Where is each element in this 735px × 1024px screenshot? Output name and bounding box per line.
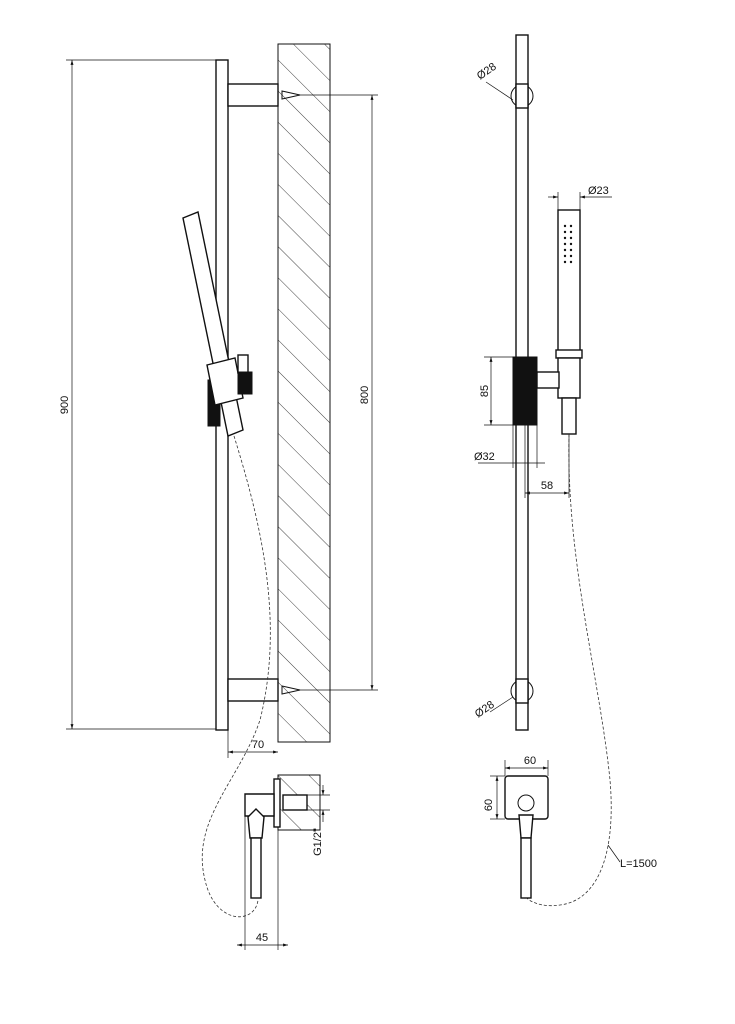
dim-70: 70 (252, 739, 264, 751)
dim-outlet-height: 60 (483, 799, 495, 811)
hose-length-label: L=1500 (620, 858, 657, 870)
dim-mount-diameter-bottom: Ø28 (473, 699, 497, 721)
dim-45: 45 (256, 932, 268, 944)
thread-label: G1/2" (312, 828, 324, 856)
bottom-bracket (227, 678, 279, 702)
dim-bar-diameter: Ø32 (474, 451, 495, 463)
hand-shower-front (536, 209, 583, 435)
dim-mount-diameter-top: Ø28 (475, 61, 499, 83)
hose-front (526, 433, 612, 907)
dim-slider-height: 85 (479, 385, 491, 397)
slider-block (512, 356, 538, 426)
wall-outlet-front (504, 775, 549, 899)
side-view: 900 800 70 G1/2" 45 (59, 43, 378, 950)
wall-section (277, 43, 331, 743)
hand-shower (182, 211, 253, 437)
front-view: Ø28 Ø28 Ø23 (473, 34, 657, 907)
dim-900: 900 (59, 396, 71, 414)
dim-800: 800 (359, 386, 371, 404)
wall-outlet (244, 774, 321, 899)
screw-icon (281, 90, 301, 100)
hose (201, 435, 271, 918)
dim-holder-offset: 58 (541, 480, 553, 492)
screw-icon (281, 685, 301, 695)
top-bracket (227, 83, 279, 107)
dim-handshower-diameter: Ø23 (588, 185, 609, 197)
dim-outlet-width: 60 (524, 755, 536, 767)
